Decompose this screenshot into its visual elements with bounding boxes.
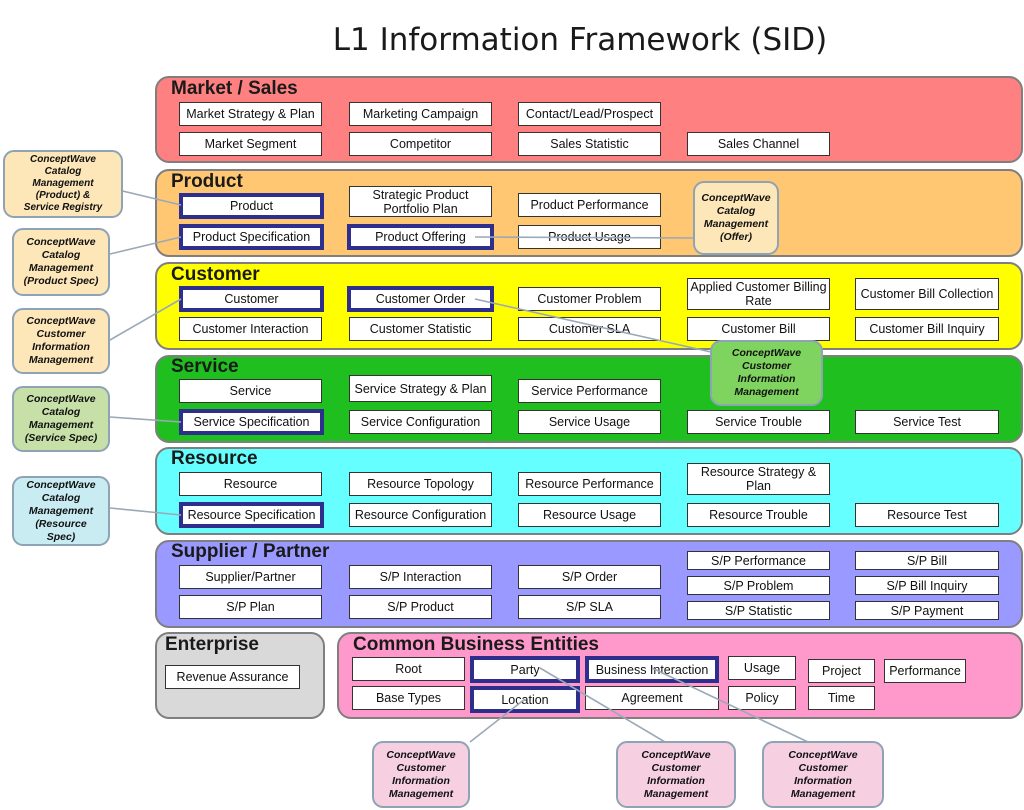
- entity-sp-bill-inquiry: S/P Bill Inquiry: [855, 576, 999, 595]
- entity-customer-bill-collection: Customer Bill Collection: [855, 278, 999, 310]
- entity-sales-channel: Sales Channel: [687, 132, 830, 156]
- entity-sp-plan: S/P Plan: [179, 595, 322, 619]
- entity-service-trouble: Service Trouble: [687, 410, 830, 434]
- domain-label-market-sales: Market / Sales: [171, 78, 298, 99]
- entity-sp-statistic: S/P Statistic: [687, 601, 830, 620]
- entity-resource-trouble: Resource Trouble: [687, 503, 830, 527]
- entity-location: Location: [470, 686, 580, 713]
- domain-label-product: Product: [171, 171, 243, 192]
- entity-sp-payment: S/P Payment: [855, 601, 999, 620]
- entity-product-specification: Product Specification: [179, 224, 324, 250]
- entity-service-usage: Service Usage: [518, 410, 661, 434]
- entity-root: Root: [352, 657, 465, 681]
- entity-sp-sla: S/P SLA: [518, 595, 661, 619]
- diagram-title: L1 Information Framework (SID): [332, 22, 828, 58]
- entity-policy: Policy: [728, 686, 796, 710]
- entity-sp-interaction: S/P Interaction: [349, 565, 492, 589]
- domain-label-service: Service: [171, 356, 239, 377]
- entity-sp-bill: S/P Bill: [855, 551, 999, 570]
- entity-customer-bill-inquiry: Customer Bill Inquiry: [855, 317, 999, 341]
- entity-base-types: Base Types: [352, 686, 465, 710]
- entity-sales-statistic: Sales Statistic: [518, 132, 661, 156]
- entity-customer-order: Customer Order: [347, 286, 494, 312]
- entity-party: Party: [470, 656, 580, 683]
- entity-market-segment: Market Segment: [179, 132, 322, 156]
- entity-time: Time: [808, 686, 875, 710]
- entity-product-performance: Product Performance: [518, 193, 661, 217]
- domain-label-resource: Resource: [171, 448, 258, 469]
- callout-customer-information-party: ConceptWave Customer Information Managem…: [616, 741, 736, 808]
- entity-sp-order: S/P Order: [518, 565, 661, 589]
- entity-competitor: Competitor: [349, 132, 492, 156]
- entity-usage: Usage: [728, 656, 796, 680]
- entity-customer-bill: Customer Bill: [687, 317, 830, 341]
- entity-business-interaction: Business Interaction: [585, 656, 719, 683]
- domain-label-common-business-entities: Common Business Entities: [353, 634, 599, 655]
- entity-project: Project: [808, 659, 875, 683]
- entity-performance: Performance: [884, 659, 966, 683]
- entity-customer-problem: Customer Problem: [518, 287, 661, 311]
- entity-service-performance: Service Performance: [518, 379, 661, 403]
- callout-catalog-product-registry: ConceptWave Catalog Management (Product)…: [3, 150, 123, 218]
- entity-service-strategy-plan: Service Strategy & Plan: [349, 375, 492, 402]
- entity-product-offering: Product Offering: [347, 224, 494, 250]
- callout-customer-information-mid: ConceptWave Customer Information Managem…: [710, 340, 823, 406]
- callout-catalog-offer: ConceptWave Catalog Management (Offer): [693, 181, 779, 255]
- entity-resource-topology: Resource Topology: [349, 472, 492, 496]
- entity-customer-statistic: Customer Statistic: [349, 317, 492, 341]
- entity-resource-usage: Resource Usage: [518, 503, 661, 527]
- entity-strategic-product-portfolio-plan: Strategic Product Portfolio Plan: [349, 186, 492, 217]
- entity-resource-strategy-plan: Resource Strategy & Plan: [687, 463, 830, 495]
- entity-service-test: Service Test: [855, 410, 999, 434]
- entity-product-usage: Product Usage: [518, 225, 661, 249]
- entity-market-strategy-plan: Market Strategy & Plan: [179, 102, 322, 126]
- callout-catalog-resource-spec: ConceptWave Catalog Management (Resource…: [12, 476, 110, 546]
- entity-agreement: Agreement: [585, 686, 719, 710]
- entity-resource-configuration: Resource Configuration: [349, 503, 492, 527]
- entity-service-configuration: Service Configuration: [349, 410, 492, 434]
- entity-service: Service: [179, 379, 322, 403]
- callout-customer-information-left: ConceptWave Customer Information Managem…: [12, 308, 110, 374]
- callout-customer-information-business: ConceptWave Customer Information Managem…: [762, 741, 884, 808]
- entity-resource-performance: Resource Performance: [518, 472, 661, 496]
- entity-customer: Customer: [179, 286, 324, 312]
- callout-catalog-product-spec: ConceptWave Catalog Management (Product …: [12, 228, 110, 296]
- domain-label-enterprise: Enterprise: [165, 634, 259, 655]
- entity-resource-specification: Resource Specification: [179, 502, 324, 528]
- entity-service-specification: Service Specification: [179, 409, 324, 435]
- entity-contact-lead-prospect: Contact/Lead/Prospect: [518, 102, 661, 126]
- entity-resource: Resource: [179, 472, 322, 496]
- entity-supplier-partner: Supplier/Partner: [179, 565, 322, 589]
- entity-product: Product: [179, 193, 324, 219]
- entity-revenue-assurance: Revenue Assurance: [165, 665, 300, 689]
- entity-customer-sla: Customer SLA: [518, 317, 661, 341]
- entity-applied-customer-billing-rate: Applied Customer Billing Rate: [687, 278, 830, 310]
- domain-label-customer: Customer: [171, 264, 260, 285]
- callout-catalog-service-spec: ConceptWave Catalog Management (Service …: [12, 386, 110, 452]
- callout-customer-information-location: ConceptWave Customer Information Managem…: [372, 741, 470, 808]
- entity-sp-performance: S/P Performance: [687, 551, 830, 570]
- entity-resource-test: Resource Test: [855, 503, 999, 527]
- entity-customer-interaction: Customer Interaction: [179, 317, 322, 341]
- entity-marketing-campaign: Marketing Campaign: [349, 102, 492, 126]
- entity-sp-problem: S/P Problem: [687, 576, 830, 595]
- entity-sp-product: S/P Product: [349, 595, 492, 619]
- domain-label-supplier-partner: Supplier / Partner: [171, 541, 330, 562]
